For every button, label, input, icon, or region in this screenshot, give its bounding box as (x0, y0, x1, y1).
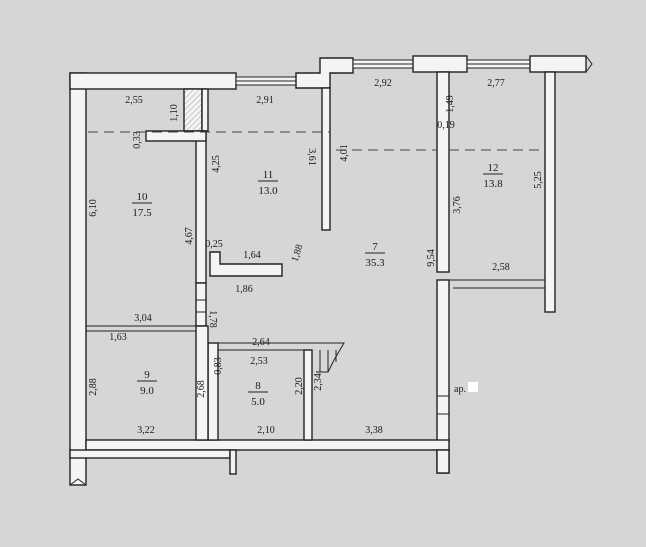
dim-label: 0,33 (132, 131, 143, 149)
room-11-label: 11 13.0 (258, 169, 278, 197)
dim-label: 3,61 (306, 148, 317, 166)
stairs (312, 342, 345, 373)
dim-label: 3,76 (452, 196, 463, 214)
room-12-label: 12 13.8 (483, 162, 503, 190)
dim-label: 2,53 (250, 356, 268, 367)
dim-label: 1,78 (207, 310, 218, 328)
dim-label: 0,19 (437, 120, 455, 131)
outer-wall-bottom-ext (69, 449, 231, 459)
room-10-label: 10 17.5 (132, 191, 152, 219)
arch-label: ар. (454, 384, 466, 395)
outer-wall-bottom (85, 439, 450, 451)
dim-label: 2,91 (256, 95, 274, 106)
outer-wall-right (544, 71, 556, 313)
svg-text:13.8: 13.8 (483, 178, 503, 190)
outer-wall-left (69, 72, 87, 486)
arch-mark (468, 382, 478, 392)
svg-text:17.5: 17.5 (132, 207, 152, 219)
wall-7-12 (436, 71, 450, 273)
svg-text:11: 11 (263, 169, 274, 181)
dim-label: 2,92 (374, 78, 392, 89)
svg-text:9: 9 (144, 369, 150, 381)
dim-label: 3,38 (365, 425, 383, 436)
dim-label: 2,58 (492, 262, 510, 273)
room-7-label: 7 35.3 (365, 241, 385, 269)
svg-text:8: 8 (255, 380, 261, 392)
svg-text:10: 10 (137, 191, 149, 203)
dim-label: 9,54 (426, 249, 437, 267)
room-8-label: 8 5.0 (248, 380, 268, 408)
svg-text:9.0: 9.0 (140, 385, 154, 397)
dim-label: 1,49 (445, 95, 456, 113)
dim-label: 1,10 (169, 104, 180, 122)
outer-wall-top-left (69, 72, 237, 90)
dim-label: 1,88 (290, 243, 306, 263)
dim-label: 2,55 (125, 95, 143, 106)
room-9-label: 9 9.0 (137, 369, 157, 397)
wall-10-11 (195, 130, 207, 284)
dim-label: 4,25 (211, 155, 222, 173)
dim-label: 1,63 (109, 332, 127, 343)
dim-label: 2,64 (252, 337, 270, 348)
dim-label: 2,68 (196, 380, 207, 398)
svg-text:13.0: 13.0 (258, 185, 278, 197)
outer-wall-top-mid (412, 55, 468, 73)
dim-label: 3,04 (134, 313, 152, 324)
dim-label: 0,83 (213, 357, 224, 375)
outer-wall-step (295, 57, 354, 89)
wall-corridor-l (209, 251, 283, 277)
wall-11-7 (321, 87, 331, 231)
dim-label: 4,67 (184, 227, 195, 245)
dim-label: 2,77 (487, 78, 505, 89)
bath-block (183, 88, 203, 132)
dim-label: 2,88 (88, 378, 99, 396)
svg-text:35.3: 35.3 (365, 257, 385, 269)
dim-label: 1,64 (243, 250, 261, 261)
svg-text:12: 12 (488, 162, 499, 174)
dim-label: 6,10 (88, 199, 99, 217)
dim-label: 2,34 (313, 373, 324, 391)
dim-label: 1,86 (235, 284, 253, 295)
dim-label: 3,22 (137, 425, 155, 436)
dim-label: 5,25 (533, 171, 544, 189)
dim-label: 2,20 (294, 377, 305, 395)
outer-wall-top-right (529, 55, 587, 73)
dim-label: 4,01 (339, 144, 350, 162)
dim-label: 2,10 (257, 425, 275, 436)
svg-text:7: 7 (372, 241, 378, 253)
dim-label: 0,25 (205, 239, 223, 250)
svg-text:5.0: 5.0 (251, 396, 265, 408)
